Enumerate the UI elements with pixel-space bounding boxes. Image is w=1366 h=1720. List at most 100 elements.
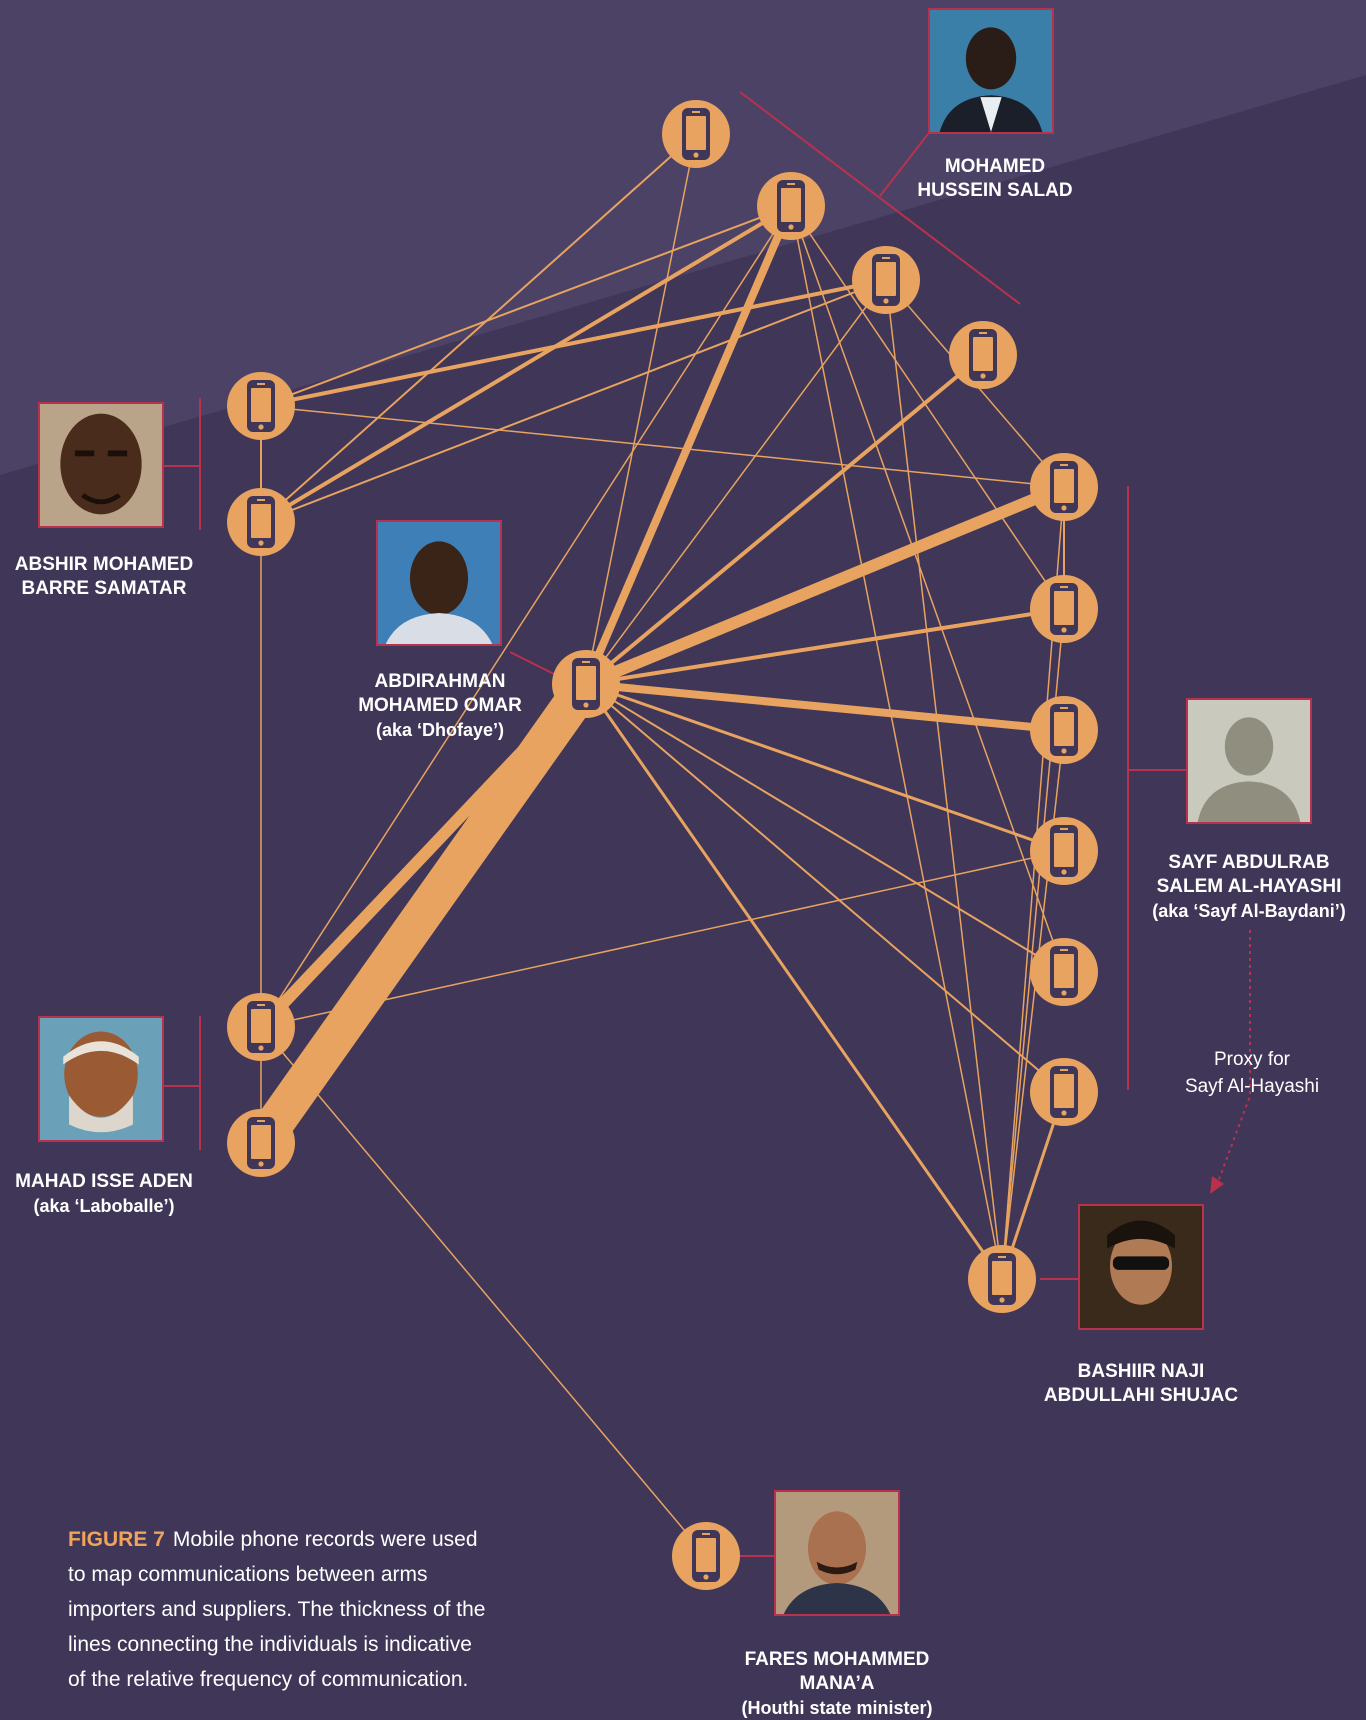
links-layer (242, 133, 1070, 1557)
photo-bashiir-naji-abdullahi-shujac (1078, 1204, 1204, 1330)
photo-fares-mohammed-manaa (774, 1490, 900, 1616)
mobile-phone-icon-part (1054, 954, 1074, 988)
link-m1-f (260, 1026, 707, 1557)
photo-sayf-abdulrab-salem-al-hayashi (1186, 698, 1312, 824)
mobile-phone-icon-part (1061, 748, 1067, 754)
link-a2-t1 (260, 133, 697, 523)
mobile-phone-icon-part (251, 504, 271, 538)
mobile-phone-icon-part (251, 388, 271, 422)
mobile-phone-icon-part (686, 116, 706, 150)
figure-label: FIGURE 7 (68, 1528, 165, 1551)
link-o-t1 (585, 133, 697, 685)
link-o-r4 (584, 682, 1066, 853)
link-o-r2 (584, 607, 1066, 686)
name-line: BASHIIR NAJI (1077, 1361, 1205, 1382)
label-mahad-isse-aden: MAHAD ISSE ADEN (aka ‘Laboballe’) (4, 1170, 204, 1218)
name-line: BARRE SAMATAR (21, 578, 187, 599)
mobile-phone-icon-part (583, 702, 589, 708)
phone-node-m2 (227, 1109, 295, 1177)
link-a1-t2 (260, 205, 792, 407)
mobile-phone-icon-part (1060, 828, 1068, 830)
mobile-phone-icon-part (1061, 869, 1067, 875)
mobile-phone-icon-part (980, 373, 986, 379)
mobile-phone-icon-part (1060, 586, 1068, 588)
mobile-phone-icon-part (257, 1004, 265, 1006)
link-m1-r4 (260, 850, 1065, 1028)
proxy-note-line: Sayf Al-Hayashi (1184, 1076, 1320, 1097)
phone-node-t3 (852, 246, 920, 314)
phone-node-r3 (1030, 696, 1098, 764)
mobile-phone-icon-part (883, 298, 889, 304)
mobile-phone-icon-part (979, 332, 987, 334)
mobile-phone-icon-part (582, 661, 590, 663)
mobile-phone-icon-part (1060, 707, 1068, 709)
label-fares-mohammed-manaa: FARES MOHAMMED MANA’A (Houthi state mini… (737, 1648, 937, 1720)
link-o-r6 (585, 683, 1065, 1093)
mobile-phone-icon-part (258, 424, 264, 430)
phone-node-f (672, 1522, 740, 1590)
phone-node-r4 (1030, 817, 1098, 885)
label-abdirahman-mohamed-omar: ABDIRAHMAN MOHAMED OMAR (aka ‘Dhofaye’) (340, 670, 540, 742)
photo-abdirahman-mohamed-omar (376, 520, 502, 646)
mobile-phone-icon-part (998, 1256, 1006, 1258)
link-o-r1 (580, 481, 1070, 690)
link-o-b (584, 682, 1004, 1281)
link-t2-r2 (790, 205, 1065, 610)
phone-node-m1 (227, 993, 295, 1061)
link-a1-t3 (259, 278, 888, 408)
mobile-phone-icon-part (992, 1261, 1012, 1295)
mobile-phone-icon-part (999, 1297, 1005, 1303)
name-line: MAHAD ISSE ADEN (15, 1171, 193, 1192)
mobile-phone-icon-part (1054, 1074, 1074, 1108)
alias-line: (aka ‘Sayf Al-Baydani’) (1152, 901, 1346, 921)
mobile-phone-icon-part (787, 183, 795, 185)
mobile-phone-icon-part (1060, 464, 1068, 466)
label-sayf-abdulrab-salem-al-hayashi: SAYF ABDULRAB SALEM AL-HAYASHI (aka ‘Say… (1146, 851, 1352, 923)
phone-node-a2 (227, 488, 295, 556)
mobile-phone-icon-part (1054, 712, 1074, 746)
phone-node-o (552, 650, 620, 718)
mobile-phone-icon-part (876, 262, 896, 296)
phone-node-r6 (1030, 1058, 1098, 1126)
phone-node-a1 (227, 372, 295, 440)
connector-salad (879, 133, 929, 197)
label-mohamed-hussein-salad: MOHAMED HUSSEIN SALAD (915, 155, 1075, 203)
mobile-phone-icon-part (973, 337, 993, 371)
mobile-phone-icon-part (1054, 833, 1074, 867)
photo-mohamed-hussein-salad (928, 8, 1054, 134)
bracket-salad (739, 91, 1021, 305)
brackets-layer (164, 91, 1251, 1557)
mobile-phone-icon-part (258, 1161, 264, 1167)
name-line: ABDIRAHMAN (374, 671, 506, 692)
phone-node-t4 (949, 321, 1017, 389)
name-line: FARES MOHAMMED (744, 1649, 930, 1670)
link-o-t3 (585, 279, 887, 685)
phone-node-r5 (1030, 938, 1098, 1006)
mobile-phone-icon-part (1061, 1110, 1067, 1116)
mobile-phone-icon-part (703, 1574, 709, 1580)
label-abshir-mohamed-barre-samatar: ABSHIR MOHAMED BARRE SAMATAR (4, 553, 204, 601)
mobile-phone-icon-part (1054, 469, 1074, 503)
mobile-phone-icon-part (257, 1120, 265, 1122)
mobile-phone-icon-part (258, 1045, 264, 1051)
name-line: MOHAMED (944, 156, 1046, 177)
link-o-t4 (584, 353, 985, 686)
name-line: ABDULLAHI SHUJAC (1043, 1385, 1239, 1406)
link-a2-t2 (259, 204, 793, 524)
mobile-phone-icon-part (1060, 1069, 1068, 1071)
link-o-r5 (585, 683, 1065, 973)
name-line: SAYF ABDULRAB (1168, 852, 1330, 873)
mobile-phone-icon-part (251, 1125, 271, 1159)
name-line: HUSSEIN SALAD (917, 180, 1073, 201)
photo-mahad-isse-aden (38, 1016, 164, 1142)
mobile-phone-icon-part (702, 1533, 710, 1535)
label-bashiir-naji-abdullahi-shujac: BASHIIR NAJI ABDULLAHI SHUJAC (1036, 1360, 1246, 1408)
link-m1-o (255, 678, 592, 1033)
mobile-phone-icon-part (257, 499, 265, 501)
mobile-phone-icon-part (576, 666, 596, 700)
mobile-phone-icon-part (781, 188, 801, 222)
proxy-note: Proxy for Sayf Al-Hayashi (1160, 1046, 1344, 1100)
